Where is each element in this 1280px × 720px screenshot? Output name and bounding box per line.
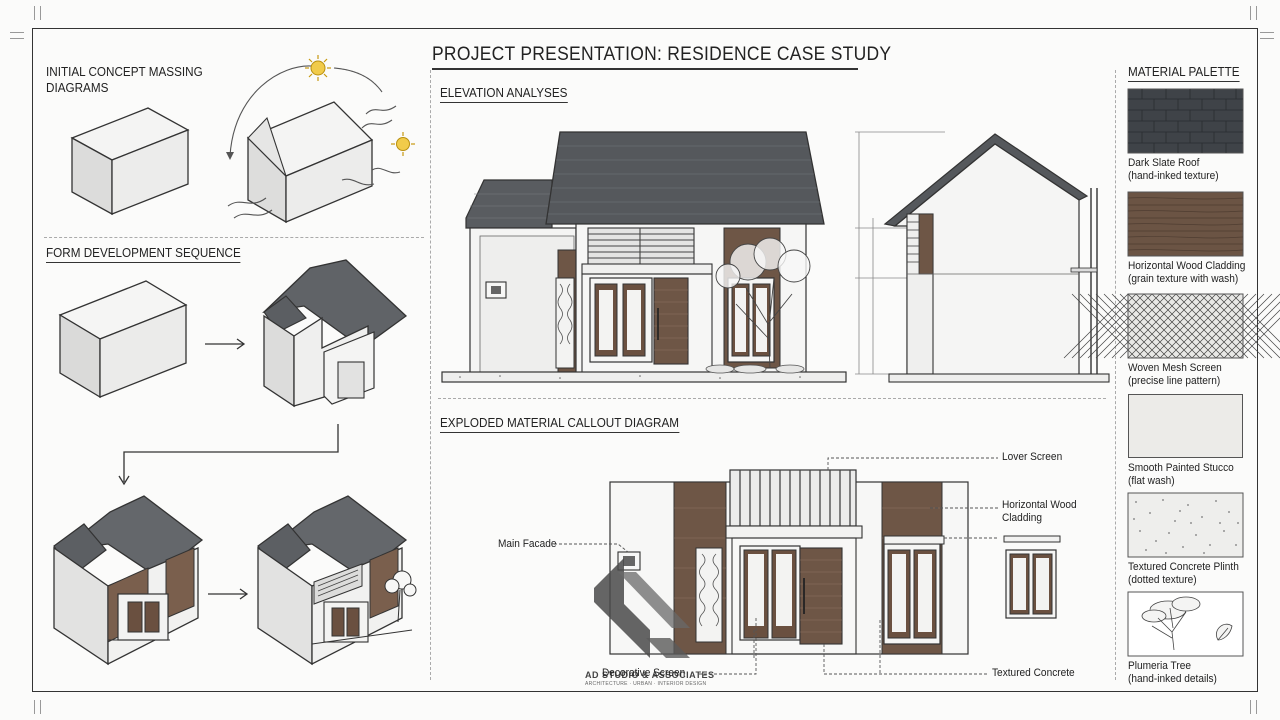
swatch-concrete-plinth xyxy=(1127,492,1244,558)
material-name-mesh-screen: Woven Mesh Screen xyxy=(1128,362,1222,374)
arrow-icon xyxy=(205,338,246,350)
crop-mark xyxy=(1250,6,1251,20)
heading-initial-massing: INITIAL CONCEPT MASSING DIAGRAMS xyxy=(46,64,203,95)
swatch-slate-roof xyxy=(1127,88,1244,154)
tree-icon xyxy=(384,570,417,623)
callout-textured-concrete: Textured Concrete xyxy=(992,667,1075,679)
form-box-diagram xyxy=(58,280,188,399)
divider-right xyxy=(1115,70,1116,680)
heading-form-development: FORM DEVELOPMENT SEQUENCE xyxy=(46,245,241,263)
divider-massing xyxy=(44,237,424,238)
massing-sun-diagram xyxy=(226,55,415,224)
callout-main-facade: Main Facade xyxy=(498,538,557,550)
form-house-roof-diagram xyxy=(262,259,408,408)
divider-left xyxy=(430,70,431,680)
material-note-mesh-screen: (precise line pattern) xyxy=(1128,375,1221,387)
divider-elevation xyxy=(438,398,1106,399)
section-elevation-drawing xyxy=(855,131,1110,383)
form-house-final-diagram xyxy=(257,495,417,666)
material-note-slate-roof: (hand-inked texture) xyxy=(1128,170,1219,182)
swatch-wood-cladding xyxy=(1127,191,1244,257)
crop-mark xyxy=(1256,700,1257,714)
crop-mark xyxy=(40,6,41,20)
massing-box-diagram xyxy=(70,107,190,216)
material-note-plumeria-tree: (hand-inked details) xyxy=(1128,673,1217,685)
material-name-concrete-plinth: Textured Concrete Plinth xyxy=(1128,561,1239,573)
heading-elevation: ELEVATION ANALYSES xyxy=(440,85,568,103)
sheet-frame xyxy=(32,28,1258,692)
heading-exploded: EXPLODED MATERIAL CALLOUT DIAGRAM xyxy=(440,415,680,433)
swatch-stucco xyxy=(1128,394,1243,458)
material-name-wood-cladding: Horizontal Wood Cladding xyxy=(1128,260,1246,272)
callout-decorative-screen: Decorative Screen xyxy=(602,667,686,679)
crop-mark xyxy=(10,38,24,39)
studio-logo-mark xyxy=(594,558,690,658)
material-name-plumeria-tree: Plumeria Tree xyxy=(1128,660,1192,672)
form-house-clad-diagram xyxy=(53,495,204,666)
crop-mark xyxy=(34,6,35,20)
crop-mark xyxy=(1256,6,1257,20)
sun-icon xyxy=(305,55,331,81)
studio-logo-name: AD STUDIO & ASSOCIATES xyxy=(585,670,715,680)
heading-palette: MATERIAL PALETTE xyxy=(1128,64,1240,82)
callout-lover-screen: Lover Screen xyxy=(1002,451,1063,463)
crop-mark xyxy=(40,700,41,714)
shrubs xyxy=(705,364,805,374)
title-underline xyxy=(432,68,858,70)
swatch-plumeria-tree xyxy=(1127,591,1244,657)
crop-mark xyxy=(1260,38,1274,39)
material-name-slate-roof: Dark Slate Roof xyxy=(1128,157,1200,169)
material-name-stucco: Smooth Painted Stucco xyxy=(1128,462,1234,474)
studio-logo-tagline: ARCHITECTURE · URBAN · INTERIOR DESIGN xyxy=(585,681,707,687)
crop-mark xyxy=(1250,700,1251,714)
material-note-stucco: (flat wash) xyxy=(1128,475,1175,487)
sun-icon xyxy=(391,132,415,156)
callout-wood-cladding: Horizontal Wood Cladding xyxy=(1002,499,1077,524)
material-note-concrete-plinth: (dotted texture) xyxy=(1128,574,1197,586)
crop-mark xyxy=(1260,32,1274,33)
swatch-mesh-screen xyxy=(1063,293,1280,359)
arrow-icon xyxy=(208,588,249,600)
page-title: PROJECT PRESENTATION: RESIDENCE CASE STU… xyxy=(432,44,892,65)
material-note-wood-cladding: (grain texture with wash) xyxy=(1128,273,1239,285)
crop-mark xyxy=(34,700,35,714)
front-elevation-drawing xyxy=(441,131,847,383)
arrow-down-left-icon xyxy=(118,424,339,486)
crop-mark xyxy=(10,32,24,33)
plumeria-tree-icon xyxy=(715,237,811,369)
